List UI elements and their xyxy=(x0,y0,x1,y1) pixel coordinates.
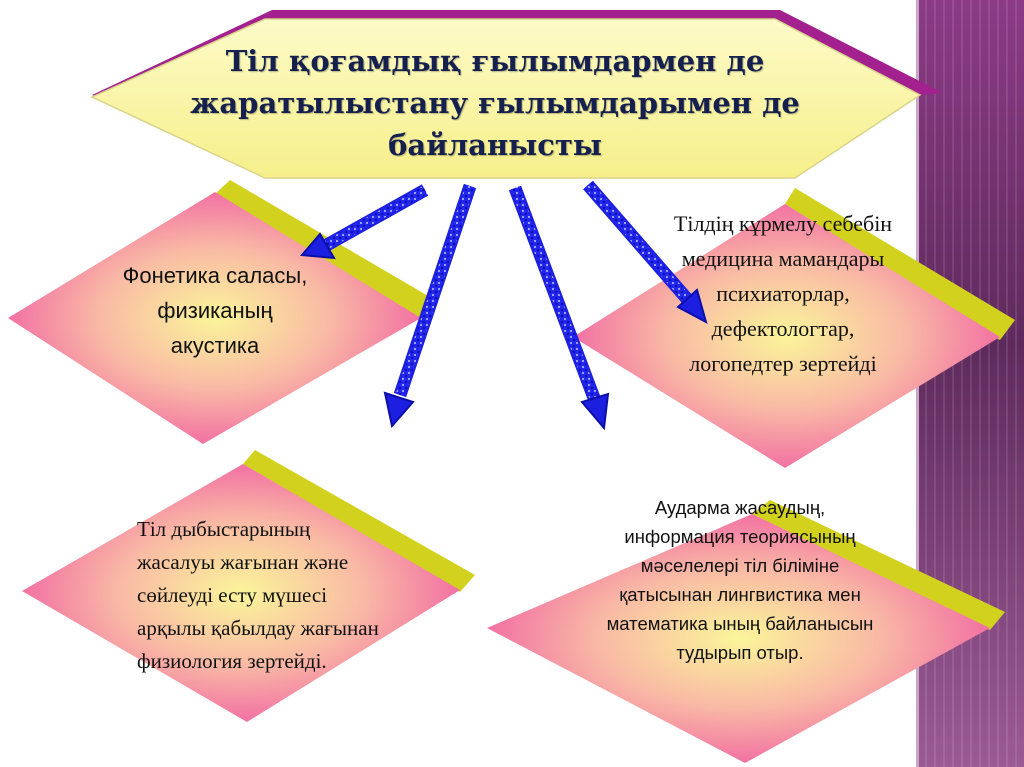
title-hexagon-face xyxy=(90,18,922,179)
medicine-text: Тілдің кұрмелу себебін медицина мамандар… xyxy=(673,211,893,376)
translation-text: Аударма жасаудың, информация теориясының… xyxy=(606,497,874,663)
arrow-to-medicine xyxy=(583,180,708,324)
physiology-text: Тіл дыбыстарының жасалуы жағынан және сө… xyxy=(137,517,379,673)
arrow-to-physiology xyxy=(383,183,477,429)
arrow-to-phonetics-head xyxy=(299,232,336,260)
diamond-translation-shadow xyxy=(752,500,1005,630)
phonetics-text: Фонетика саласы, физиканың акустика xyxy=(122,263,308,358)
arrow-to-translation-shaft-texture xyxy=(510,186,599,400)
diamond-medicine xyxy=(573,188,1015,468)
arrow-to-physiology-head xyxy=(383,391,415,429)
diamond-physiology-shadow xyxy=(243,450,475,592)
diamond-translation xyxy=(487,500,1005,763)
title-hexagon xyxy=(90,10,943,179)
diamond-medicine-shadow xyxy=(785,188,1015,340)
diamond-translation-face xyxy=(487,514,990,763)
arrow-to-translation-head xyxy=(580,392,610,431)
arrow-to-phonetics xyxy=(299,184,429,260)
arrow-to-medicine-shaft-texture xyxy=(584,182,692,303)
diamond-physiology xyxy=(22,450,475,722)
diamond-physiology-face xyxy=(22,464,460,722)
arrow-to-physiology-shaft-texture xyxy=(395,184,475,397)
slide-title: Тіл қоғамдық ғылымдармен де жаратылыстан… xyxy=(190,44,800,162)
arrow-to-medicine-head xyxy=(676,288,708,324)
arrow-to-translation xyxy=(508,185,610,431)
diamond-medicine-face xyxy=(573,204,1000,468)
arrow-to-phonetics-shaft-texture xyxy=(322,186,428,250)
